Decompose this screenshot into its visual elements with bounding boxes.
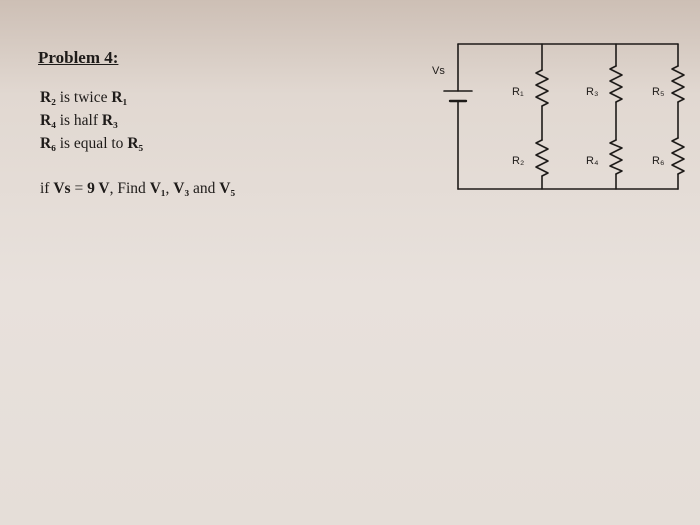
r6-label: R₆ — [652, 155, 664, 167]
r2-label: R₂ — [512, 155, 524, 167]
r1-label: R₁ — [512, 86, 524, 98]
condition-r6: R₆ is equal to R₅ — [40, 135, 144, 152]
condition-r4: R₄ is half R₃ — [40, 112, 118, 129]
resistor-r1-symbol — [535, 69, 549, 107]
circuit-diagram: Vs R₁ R₂ R₃ R₄ R₅ R₆ — [432, 43, 685, 190]
resistor-r2-symbol — [535, 139, 549, 177]
resistor-r6-symbol — [671, 137, 685, 175]
question-text: if Vs = 9 V, Find V₁, V₃ and V₅ — [40, 180, 236, 197]
resistor-r4-symbol — [609, 139, 623, 175]
resistor-r5-symbol — [671, 65, 685, 103]
problem-title: Problem 4: — [38, 48, 119, 67]
condition-r2: R₂ is twice R₁ — [40, 89, 128, 106]
r5-label: R₅ — [652, 86, 664, 98]
r4-label: R₄ — [586, 155, 599, 167]
source-label: Vs — [432, 65, 445, 77]
resistor-r3-symbol — [609, 65, 623, 103]
r3-label: R₃ — [586, 86, 598, 98]
